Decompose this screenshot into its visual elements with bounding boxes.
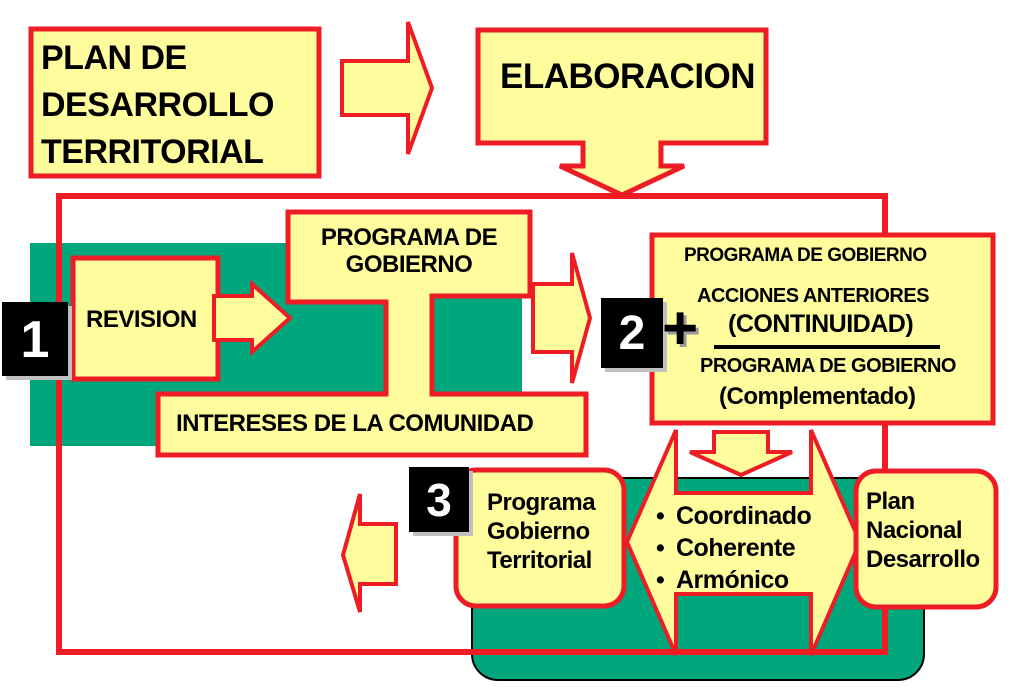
attributes-double-arrow — [624, 429, 863, 656]
programa-territorial-line-3: Territorial — [487, 547, 592, 574]
attribute-item: • Coherente — [656, 532, 811, 564]
plan-nacional-line-2: Nacional — [866, 517, 963, 544]
revision-label: REVISION — [86, 306, 197, 333]
panel-line-1: PROGRAMA DE GOBIERNO — [684, 245, 927, 266]
panel-line-3: (CONTINUIDAD) — [728, 310, 914, 338]
intereses-label: INTERESES DE LA COMUNIDAD — [176, 410, 534, 437]
attribute-item: • Armónico — [656, 564, 811, 596]
programa-t-shape — [155, 209, 589, 458]
panel-line-4: PROGRAMA DE GOBIERNO — [700, 355, 956, 377]
arrow-down-small — [689, 430, 793, 478]
revision-box — [70, 255, 221, 382]
plan-title-box — [28, 26, 322, 179]
plan-nacional-label: Plan Nacional Desarrollo — [866, 487, 980, 574]
elaboracion-box — [475, 27, 769, 198]
plan-title-line-1: PLAN DE — [41, 39, 187, 77]
panel-line-2: ACCIONES ANTERIORES — [697, 285, 930, 307]
arrow-left-bottom — [340, 493, 398, 613]
programa-gobierno-label: PROGRAMA DE GOBIERNO — [288, 224, 530, 278]
attribute-armonico: Armónico — [676, 566, 789, 594]
step-badge-3: 3 — [409, 467, 469, 532]
arrow-middle — [531, 252, 593, 384]
elaboracion-label: ELABORACION — [500, 57, 756, 96]
programa-gobierno-line-1: PROGRAMA DE — [320, 224, 498, 251]
bullet-icon: • — [656, 566, 665, 594]
programa-territorial-box — [453, 467, 627, 609]
attributes-list: • Coordinado • Coherente • Armónico — [656, 500, 812, 596]
panel-line-5: (Complementado) — [719, 383, 916, 410]
plan-title-line-2: DESARROLLO — [41, 86, 275, 124]
programa-territorial-label: Programa Gobierno Territorial — [487, 488, 596, 575]
programa-gobierno-line-2: GOBIERNO — [345, 251, 473, 278]
plan-title: PLAN DE DESARROLLO TERRITORIAL — [41, 35, 275, 176]
arrow-right-top — [340, 21, 435, 155]
plus-icon: + — [662, 294, 698, 363]
bullet-icon: • — [656, 502, 665, 530]
bullet-icon: • — [656, 534, 665, 562]
plan-nacional-box — [853, 468, 999, 610]
plan-title-line-3: TERRITORIAL — [41, 133, 264, 171]
attribute-item: • Coordinado — [656, 500, 812, 532]
step-badge-2: 2 — [601, 298, 663, 368]
attribute-coordinado: Coordinado — [676, 502, 812, 530]
arrow-revision — [212, 279, 293, 357]
programa-territorial-line-2: Gobierno — [487, 518, 590, 545]
attribute-coherente: Coherente — [676, 534, 796, 562]
programa-territorial-line-1: Programa — [487, 489, 596, 516]
plan-nacional-line-1: Plan — [866, 488, 915, 515]
plan-nacional-line-3: Desarrollo — [866, 546, 980, 573]
step-badge-1: 1 — [2, 302, 68, 376]
